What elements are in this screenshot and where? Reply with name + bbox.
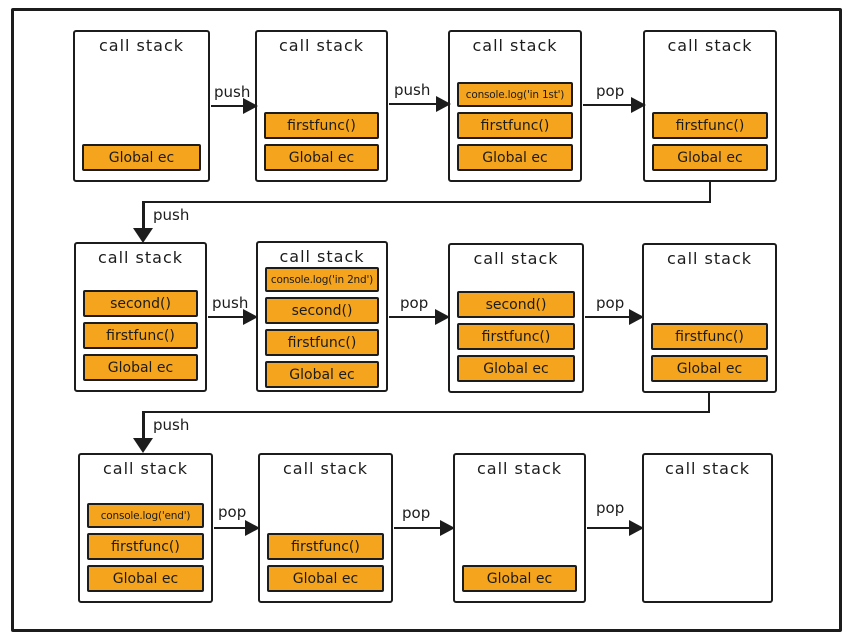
box-title: call stack [667, 36, 753, 55]
stack-frame-global-ec: Global ec [87, 565, 204, 592]
pop-arrow [583, 97, 646, 113]
stack-frame-firstfunc: firstfunc() [652, 112, 768, 139]
stack-frame-console-log: console.log('in 2nd') [265, 267, 379, 292]
stack-frame-global-ec: Global ec [82, 144, 201, 171]
push-arrow [208, 309, 258, 325]
outer-frame [11, 8, 842, 632]
call-stack-box-4: call stack firstfunc() Global ec [643, 30, 777, 182]
call-stack-box-1: call stack Global ec [73, 30, 210, 182]
stack-frame-firstfunc: firstfunc() [265, 329, 379, 356]
pop-arrow [389, 309, 450, 325]
box-title: call stack [282, 459, 369, 478]
arrowhead-right-icon [629, 520, 644, 536]
arrowhead-down-icon [133, 228, 153, 243]
stack-frames: Global ec [455, 479, 584, 601]
arrow-label: pop [402, 504, 431, 522]
stack-frame-global-ec: Global ec [651, 355, 768, 382]
stack-frame-second: second() [83, 290, 198, 317]
arrowhead-down-icon [133, 438, 153, 453]
stack-frames: console.log('end') firstfunc() Global ec [80, 479, 211, 601]
push-connector-segment [142, 411, 145, 441]
arrow-label: pop [596, 294, 625, 312]
stack-frame-global-ec: Global ec [652, 144, 768, 171]
box-title: call stack [97, 248, 184, 267]
arrow-label: push [394, 81, 431, 99]
push-connector [142, 393, 710, 413]
push-connector-segment [142, 201, 145, 231]
arrowhead-right-icon [436, 96, 451, 112]
pop-arrow [214, 520, 260, 536]
stack-frame-second: second() [265, 297, 379, 324]
push-arrow [389, 96, 451, 112]
arrowhead-right-icon [243, 98, 258, 114]
arrow-label: pop [596, 82, 625, 100]
stack-frames: firstfunc() Global ec [257, 56, 386, 180]
stack-frame-firstfunc: firstfunc() [267, 533, 384, 560]
arrow-label: pop [400, 294, 429, 312]
box-title: call stack [472, 36, 558, 55]
call-stack-box-9: call stack console.log('end') firstfunc(… [78, 453, 213, 603]
stack-frame-global-ec: Global ec [83, 354, 198, 381]
arrow-label: push [214, 83, 251, 101]
pop-arrow [587, 520, 644, 536]
stack-frame-firstfunc: firstfunc() [457, 112, 573, 139]
stack-frame-firstfunc: firstfunc() [457, 323, 575, 350]
arrowhead-right-icon [243, 309, 258, 325]
stack-frame-global-ec: Global ec [265, 361, 379, 388]
stack-frames: second() firstfunc() Global ec [76, 268, 205, 390]
stack-frames: firstfunc() Global ec [645, 56, 775, 180]
stack-frames: second() firstfunc() Global ec [450, 269, 582, 391]
stack-frame-global-ec: Global ec [267, 565, 384, 592]
arrow-label: push [153, 416, 190, 434]
box-title: call stack [664, 459, 751, 478]
call-stack-box-8: call stack firstfunc() Global ec [642, 243, 777, 393]
stack-frames: firstfunc() Global ec [260, 479, 391, 601]
arrow-label: push [153, 206, 190, 224]
box-title: call stack [476, 459, 563, 478]
arrowhead-right-icon [631, 97, 646, 113]
box-title: call stack [279, 247, 365, 266]
arrowhead-right-icon [435, 309, 450, 325]
arrow-label: push [212, 294, 249, 312]
stack-frames [644, 479, 771, 601]
box-title: call stack [98, 36, 185, 55]
box-title: call stack [102, 459, 189, 478]
stack-frame-firstfunc: firstfunc() [651, 323, 768, 350]
stack-frame-firstfunc: firstfunc() [264, 112, 379, 139]
call-stack-box-3: call stack console.log('in 1st') firstfu… [448, 30, 582, 182]
call-stack-box-6: call stack console.log('in 2nd') second(… [256, 241, 388, 392]
call-stack-box-11: call stack Global ec [453, 453, 586, 603]
stack-frames: console.log('in 1st') firstfunc() Global… [450, 56, 580, 180]
box-title: call stack [666, 249, 753, 268]
box-title: call stack [278, 36, 365, 55]
push-arrow [211, 98, 258, 114]
stack-frames: console.log('in 2nd') second() firstfunc… [258, 267, 386, 397]
stack-frame-global-ec: Global ec [462, 565, 577, 592]
push-connector [142, 182, 711, 203]
stack-frame-console-log: console.log('in 1st') [457, 82, 573, 107]
call-stack-box-12: call stack [642, 453, 773, 603]
arrowhead-right-icon [440, 520, 455, 536]
call-stack-box-5: call stack second() firstfunc() Global e… [74, 242, 207, 392]
stack-frame-firstfunc: firstfunc() [83, 322, 198, 349]
call-stack-box-10: call stack firstfunc() Global ec [258, 453, 393, 603]
pop-arrow [394, 520, 455, 536]
arrowhead-right-icon [245, 520, 260, 536]
arrowhead-right-icon [629, 309, 644, 325]
stack-frame-console-log: console.log('end') [87, 503, 204, 528]
stack-frame-global-ec: Global ec [457, 355, 575, 382]
arrow-label: pop [218, 503, 247, 521]
stack-frames: firstfunc() Global ec [644, 269, 775, 391]
stack-frame-global-ec: Global ec [457, 144, 573, 171]
arrow-label: pop [596, 499, 625, 517]
call-stack-box-2: call stack firstfunc() Global ec [255, 30, 388, 182]
pop-arrow [585, 309, 644, 325]
stack-frame-second: second() [457, 291, 575, 318]
stack-frame-firstfunc: firstfunc() [87, 533, 204, 560]
stack-frames: Global ec [75, 56, 208, 180]
stack-frame-global-ec: Global ec [264, 144, 379, 171]
box-title: call stack [473, 249, 559, 268]
call-stack-box-7: call stack second() firstfunc() Global e… [448, 243, 584, 393]
